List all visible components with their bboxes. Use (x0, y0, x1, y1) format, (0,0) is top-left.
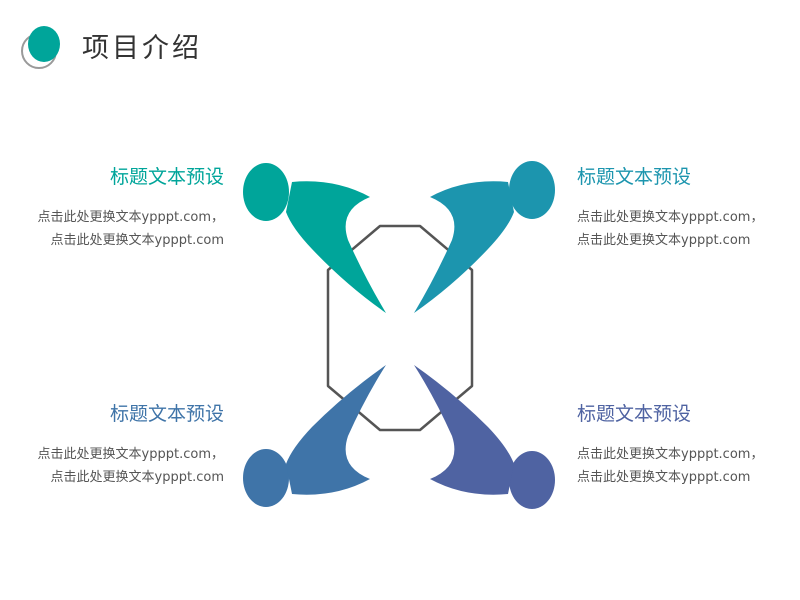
block-body-line: 点击此处更换文本ypppt.com， (577, 447, 764, 462)
text-block-bottom-right: 标题文本预设 点击此处更换文本ypppt.com， 点击此处更换文本ypppt.… (577, 401, 777, 489)
figure-top-left (243, 163, 386, 313)
block-heading[interactable]: 标题文本预设 (577, 403, 692, 425)
figure-top-right (414, 161, 555, 313)
block-body-line: 点击此处更换文本ypppt.com (50, 233, 224, 248)
page-title: 项目介绍 (82, 33, 202, 64)
text-block-bottom-left: 标题文本预设 点击此处更换文本ypppt.com， 点击此处更换文本ypppt.… (24, 401, 224, 489)
block-body[interactable]: 点击此处更换文本ypppt.com， 点击此处更换文本ypppt.com (577, 443, 777, 489)
block-body[interactable]: 点击此处更换文本ypppt.com， 点击此处更换文本ypppt.com (577, 206, 777, 252)
center-hexagon (326, 224, 474, 432)
block-heading[interactable]: 标题文本预设 (109, 403, 224, 425)
title-circle-icon (21, 26, 60, 69)
text-block-top-left: 标题文本预设 点击此处更换文本ypppt.com， 点击此处更换文本ypppt.… (24, 164, 224, 252)
block-body-line: 点击此处更换文本ypppt.com (50, 470, 224, 485)
block-body-line: 点击此处更换文本ypppt.com， (577, 210, 764, 225)
block-body[interactable]: 点击此处更换文本ypppt.com， 点击此处更换文本ypppt.com (24, 206, 224, 252)
text-block-top-right: 标题文本预设 点击此处更换文本ypppt.com， 点击此处更换文本ypppt.… (577, 164, 777, 252)
figure-bottom-left (243, 365, 386, 507)
block-body[interactable]: 点击此处更换文本ypppt.com， 点击此处更换文本ypppt.com (24, 443, 224, 489)
block-body-line: 点击此处更换文本ypppt.com (577, 470, 751, 485)
block-heading[interactable]: 标题文本预设 (109, 166, 224, 188)
block-body-line: 点击此处更换文本ypppt.com (577, 233, 751, 248)
block-body-line: 点击此处更换文本ypppt.com， (37, 447, 224, 462)
figure-bottom-right (414, 365, 555, 509)
block-heading[interactable]: 标题文本预设 (577, 166, 692, 188)
block-body-line: 点击此处更换文本ypppt.com， (37, 210, 224, 225)
